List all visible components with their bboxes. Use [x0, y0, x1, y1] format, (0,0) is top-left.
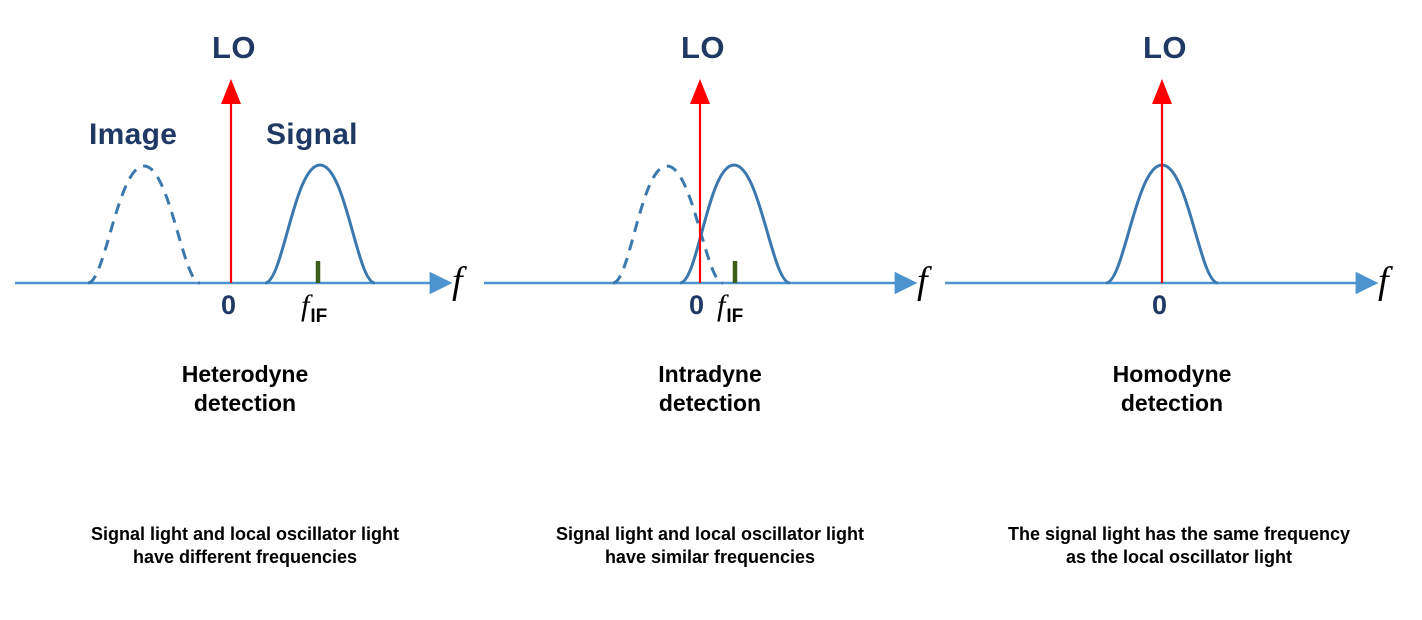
panel-caption-line1-2: Signal light and local oscillator light [555, 524, 865, 544]
image-band-label-1: Image [89, 118, 178, 151]
panel-caption-line2-1: have different frequencies [132, 547, 358, 568]
if-frequency-label-1: fIF [301, 289, 327, 327]
lo-label-3: LO [1143, 30, 1188, 65]
axis-label-3: f [1378, 260, 1389, 302]
lo-label-1: LO [212, 30, 257, 65]
if-frequency-subscript-1: IF [310, 306, 328, 327]
zero-tick-label-3: 0 [1152, 290, 1168, 320]
panel-caption-2: Signal light and local oscillator light … [485, 523, 935, 570]
panel-caption-1: Signal light and local oscillator light … [20, 523, 470, 570]
panel-caption-line2-2: have similar frequencies [604, 547, 816, 568]
if-frequency-label-2: fIF [717, 289, 743, 327]
panel-title-1: Heterodyne detection [105, 360, 385, 418]
panel-title-line1-1: Heterodyne [181, 361, 309, 387]
lo-arrow-head-1 [221, 79, 241, 104]
panel-title-line2-1: detection [193, 389, 297, 416]
lo-arrow-head-2 [690, 79, 710, 104]
if-frequency-symbol-2: f [717, 289, 726, 322]
zero-tick-label-2: 0 [689, 290, 705, 320]
panel-title-line1-3: Homodyne [1112, 361, 1232, 387]
panel-heterodyne-graphics [15, 79, 453, 295]
panel-intradyne-graphics [484, 79, 918, 295]
panel-caption-line2-3: as the local oscillator light [1065, 547, 1293, 568]
panel-title-2: Intradyne detection [570, 360, 850, 418]
axis-label-2: f [917, 260, 928, 302]
zero-tick-label-1: 0 [221, 290, 237, 320]
panel-title-line2-3: detection [1120, 389, 1224, 416]
panel-homodyne-graphics [945, 79, 1379, 295]
axis-label-1: f [452, 260, 463, 302]
image-band-curve-2 [612, 164, 724, 285]
signal-band-curve-3 [1105, 163, 1219, 285]
lo-label-2: LO [681, 30, 726, 65]
signal-band-curve-2 [679, 163, 791, 285]
panel-caption-3: The signal light has the same frequency … [946, 523, 1412, 570]
if-frequency-subscript-2: IF [726, 306, 744, 327]
panel-title-line2-2: detection [658, 389, 762, 416]
panel-caption-line1-3: The signal light has the same frequency [1007, 524, 1351, 544]
lo-arrow-head-3 [1152, 79, 1172, 104]
if-frequency-symbol-1: f [301, 289, 310, 322]
signal-band-label-1: Signal [266, 118, 358, 151]
signal-band-curve-1 [264, 163, 376, 285]
panel-caption-line1-1: Signal light and local oscillator light [90, 524, 400, 544]
panel-title-3: Homodyne detection [1032, 360, 1312, 418]
panel-title-line1-2: Intradyne [658, 361, 762, 387]
image-band-curve-1 [87, 164, 201, 285]
